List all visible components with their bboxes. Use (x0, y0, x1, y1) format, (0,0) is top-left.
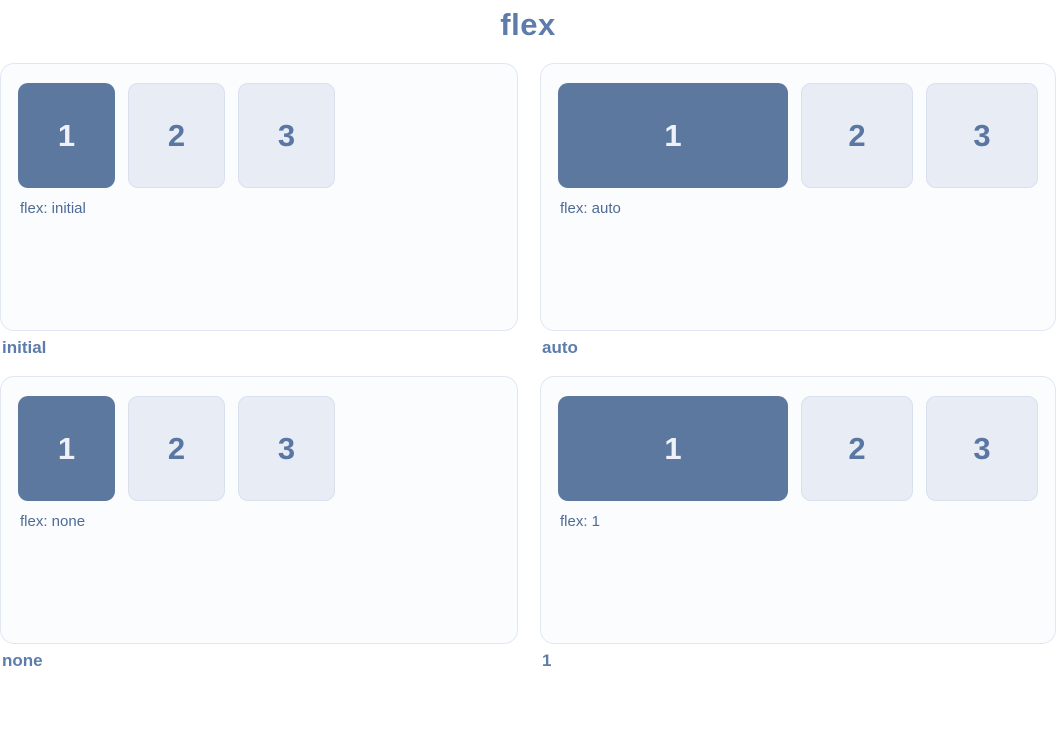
flex-item-2: 2 (128, 396, 225, 501)
panel-label-one: 1 (542, 651, 552, 670)
flex-item-3: 3 (926, 396, 1038, 501)
flex-container: 1 2 3 (558, 396, 1038, 501)
flex-item-3: 3 (238, 83, 335, 188)
panel-label-initial: initial (2, 338, 47, 357)
flex-item-2: 2 (128, 83, 225, 188)
demo-cell-none: 1 2 3 flex: none none (0, 376, 518, 672)
demo-panel-one: 1 2 3 flex: 1 (540, 376, 1056, 644)
flex-item-3: 3 (926, 83, 1038, 188)
demo-panel-initial: 1 2 3 flex: initial (0, 63, 518, 331)
demo-cell-auto: 1 2 3 flex: auto auto (540, 63, 1056, 359)
flex-item-2: 2 (801, 396, 913, 501)
flex-item-1: 1 (558, 83, 788, 188)
flex-item-2: 2 (801, 83, 913, 188)
panel-label-auto: auto (542, 338, 578, 357)
demo-cell-initial: 1 2 3 flex: initial initial (0, 63, 518, 359)
flex-item-3: 3 (238, 396, 335, 501)
panel-caption: flex: 1 (560, 513, 601, 530)
flex-item-1: 1 (558, 396, 788, 501)
demo-panel-none: 1 2 3 flex: none (0, 376, 518, 644)
flex-item-1: 1 (18, 396, 115, 501)
flex-container: 1 2 3 (558, 83, 1038, 188)
panel-caption: flex: initial (20, 200, 86, 217)
panel-label-none: none (2, 651, 43, 670)
flex-container: 1 2 3 (18, 83, 500, 188)
page-title: flex (500, 7, 556, 42)
demo-cell-one: 1 2 3 flex: 1 1 (540, 376, 1056, 672)
panel-caption: flex: auto (560, 200, 621, 217)
flex-container: 1 2 3 (18, 396, 500, 501)
demo-panel-auto: 1 2 3 flex: auto (540, 63, 1056, 331)
flex-item-1: 1 (18, 83, 115, 188)
demo-grid: 1 2 3 flex: initial initial 1 2 3 flex: … (0, 63, 1056, 672)
panel-caption: flex: none (20, 513, 86, 530)
